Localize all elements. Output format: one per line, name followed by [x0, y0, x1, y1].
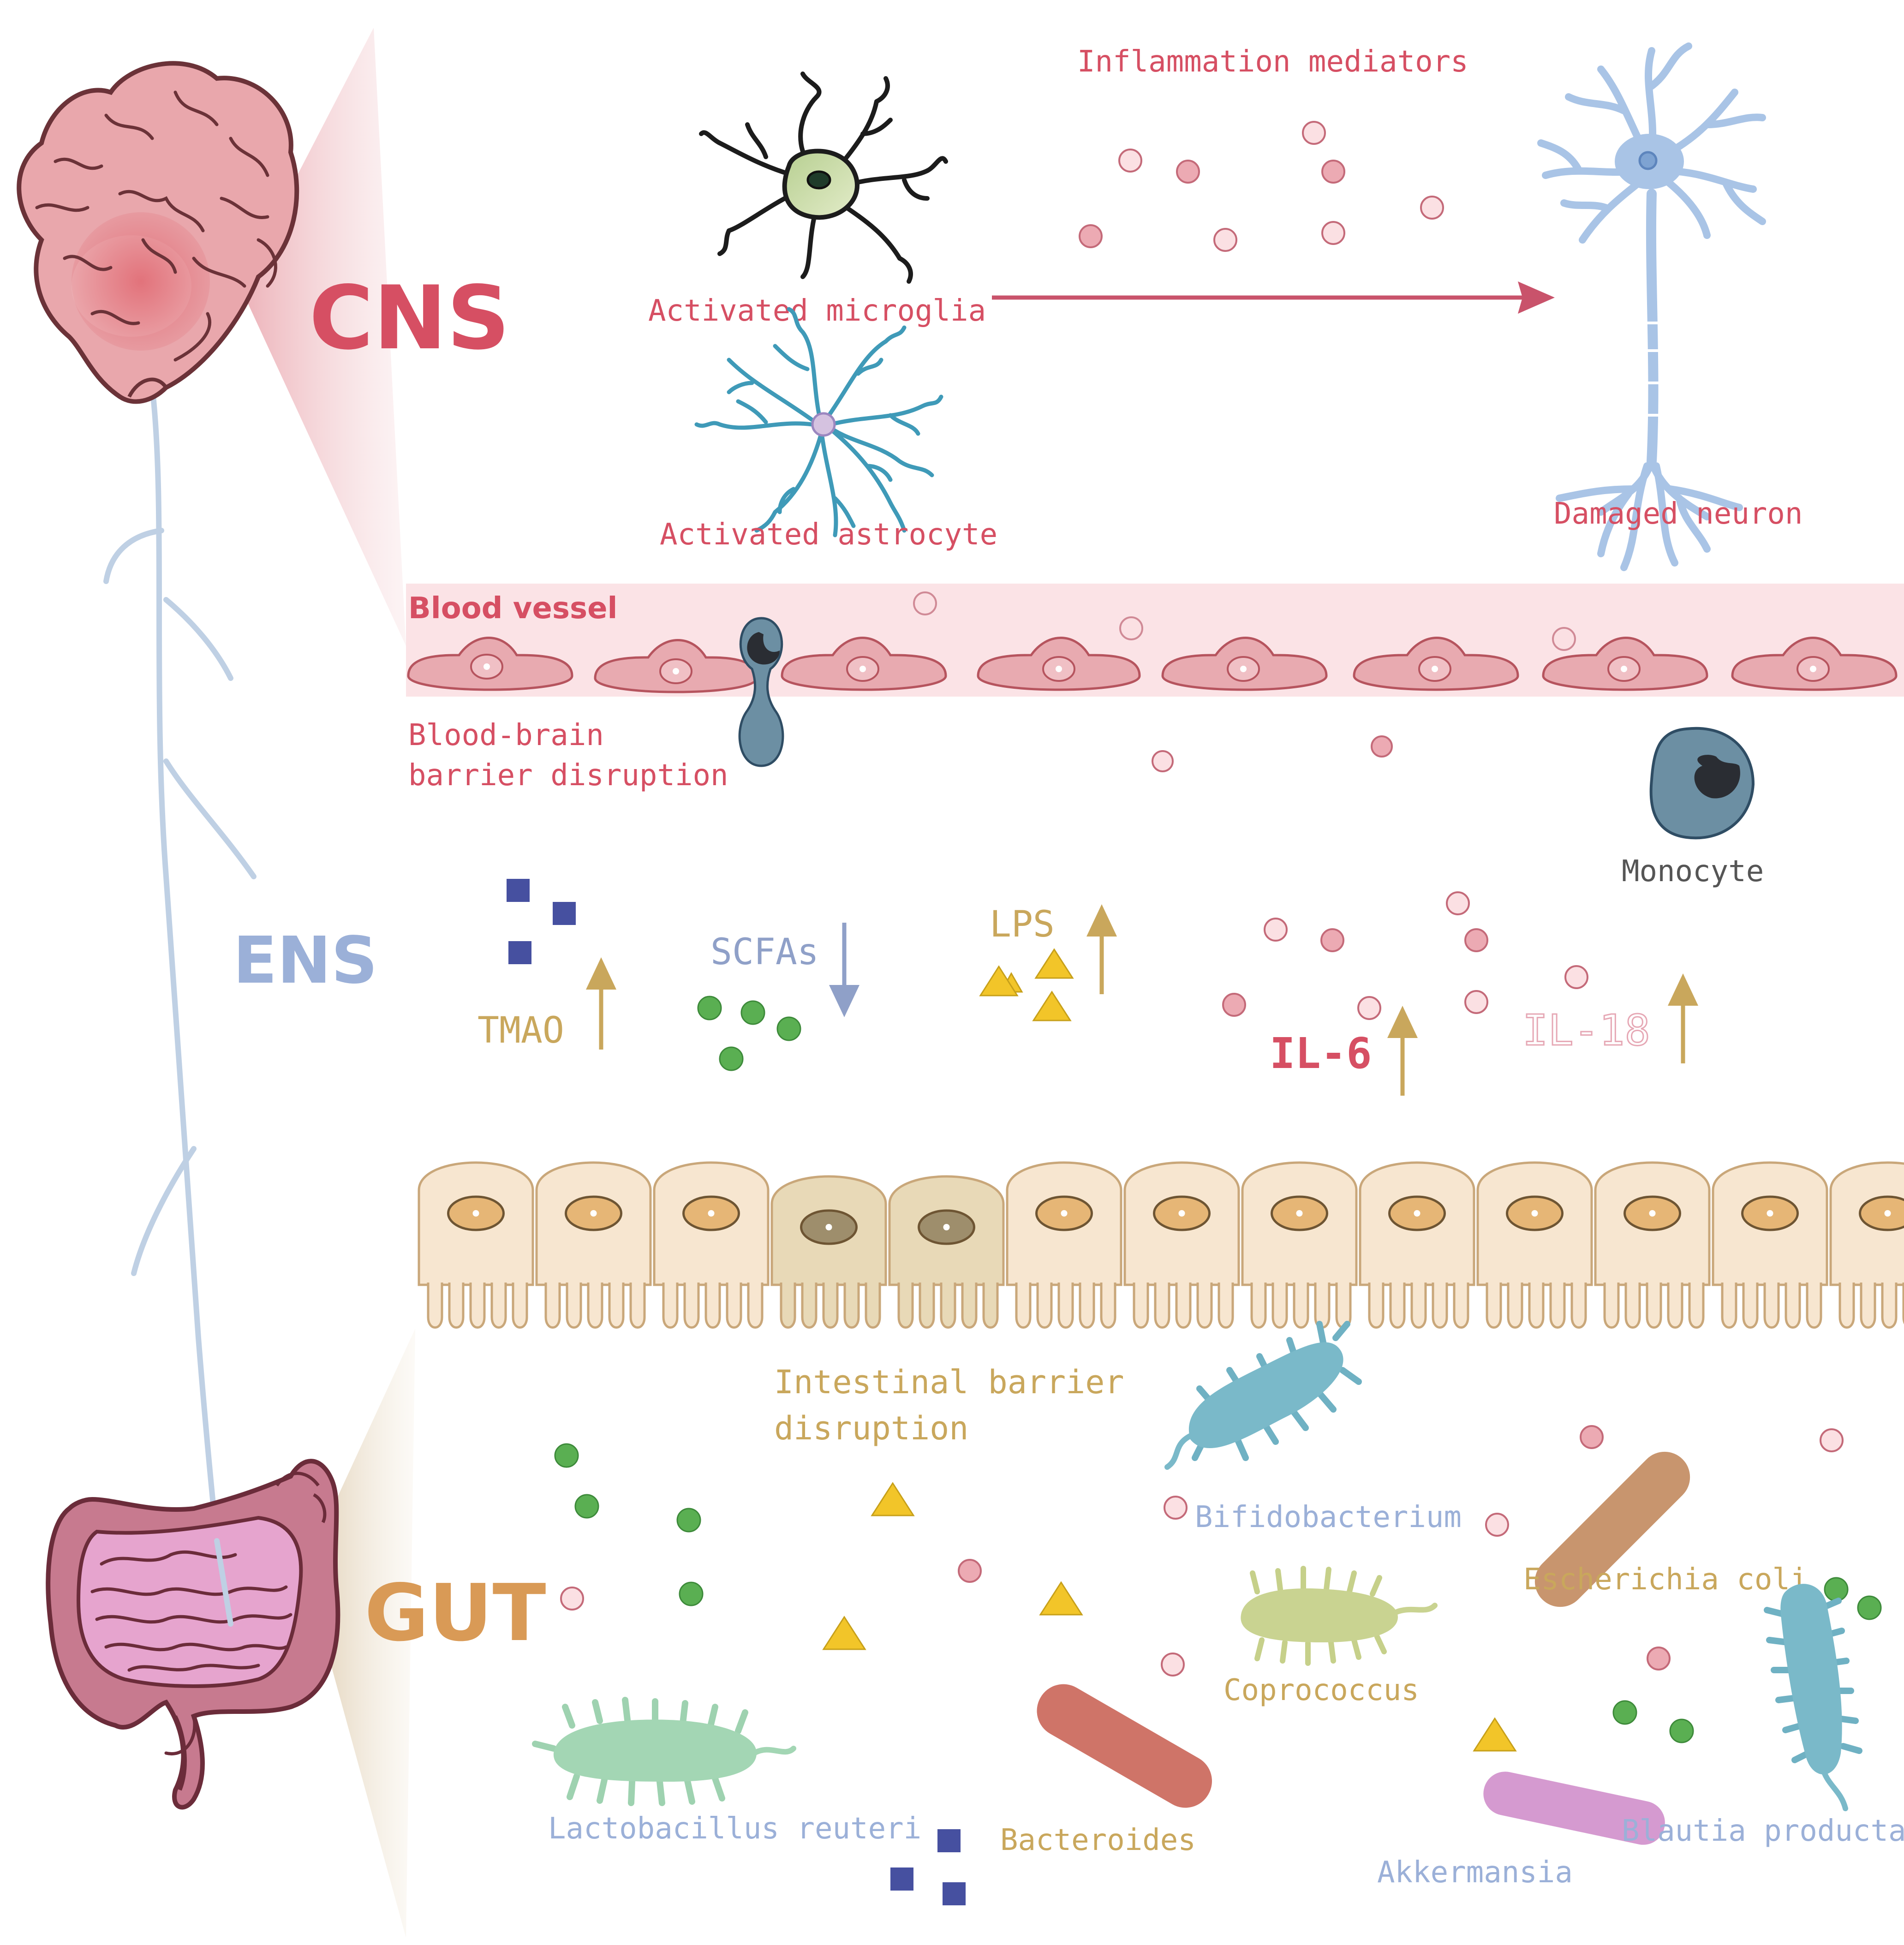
lactobacillus-reuteri-icon	[532, 1697, 796, 1806]
monocyte-label: Monocyte	[1622, 854, 1764, 889]
bacteroides-icon	[1037, 1684, 1212, 1808]
transmigrating-monocyte	[738, 617, 784, 767]
scfa-green-particles-lumen	[554, 1443, 1882, 1743]
gut-fan	[304, 1329, 415, 1938]
damaged-neuron-label: Damaged neuron	[1554, 497, 1803, 531]
bbb-disruption-label-line1: Blood-brain	[408, 718, 604, 752]
intestinal-epithelium	[418, 1161, 1904, 1329]
epithelial-cell	[1241, 1161, 1358, 1329]
neuron-axon-breaks	[1642, 322, 1661, 417]
vagus-nerve	[103, 385, 257, 1627]
intestinal-barrier-label-line1: Intestinal barrier	[774, 1363, 1124, 1401]
scfa-green-particles-top	[697, 996, 801, 1071]
scfas-label: SCFAs	[710, 931, 819, 973]
tmao-up-arrow	[586, 957, 616, 1050]
bbb-disruption-label-line2: barrier disruption	[408, 758, 728, 793]
blautia-producta-icon	[1764, 1584, 1862, 1811]
epithelial-cell	[653, 1161, 770, 1329]
intestine-illustration	[46, 1459, 340, 1810]
released-mediator-particles	[1152, 735, 1393, 772]
tmao-squares-lumen	[890, 1829, 966, 1905]
scfas-down-arrow	[829, 923, 859, 1017]
lps-yellow-triangles-top	[979, 948, 1074, 1021]
inflammation-mediators-label: Inflammation mediators	[1077, 45, 1468, 79]
akkermansia-label: Akkermansia	[1377, 1856, 1573, 1890]
epithelial-cell	[418, 1161, 534, 1329]
damaged-epithelial-cell	[888, 1175, 1005, 1329]
lps-label: LPS	[990, 904, 1055, 945]
activation-arrow	[992, 281, 1555, 314]
epithelial-cell	[1594, 1161, 1711, 1329]
activated-microglia-icon	[699, 72, 948, 284]
il18-label: IL-18	[1522, 1006, 1650, 1055]
cns-label: CNS	[309, 267, 510, 369]
intestinal-barrier-label-line2: disruption	[774, 1409, 968, 1447]
gut-label: GUT	[364, 1568, 546, 1659]
akkermansia-icon	[1483, 1772, 1665, 1845]
inflammation-mediator-particles	[1079, 121, 1444, 252]
epithelial-cell	[1476, 1161, 1593, 1329]
epithelial-cell	[1006, 1161, 1122, 1329]
cytokine-particles	[1222, 891, 1588, 1020]
inflammatory-particles-lumen	[560, 1425, 1844, 1677]
activated-microglia-label: Activated microglia	[648, 294, 986, 328]
bifidobacterium-icon	[1164, 1321, 1362, 1470]
lps-up-arrow	[1086, 904, 1117, 994]
coprococcus-icon	[1241, 1566, 1438, 1666]
endothelial-nucleoli	[483, 663, 1816, 674]
ens-label: ENS	[233, 923, 378, 998]
activated-astrocyte-icon	[694, 307, 943, 537]
il6-up-arrow	[1387, 1006, 1418, 1096]
il6-label: IL-6	[1270, 1029, 1372, 1078]
bifidobacterium-label: Bifidobacterium	[1195, 1500, 1462, 1534]
epithelial-cell	[1359, 1161, 1475, 1329]
epithelial-cell	[1712, 1161, 1828, 1329]
il18-up-arrow	[1668, 973, 1698, 1063]
vessel-mediator-particles	[913, 591, 1576, 651]
epithelial-cell	[1123, 1161, 1240, 1329]
lps-yellow-triangles-lumen	[822, 1482, 1517, 1752]
damaged-neuron-icon	[1537, 42, 1766, 571]
neuron-nucleus	[1638, 151, 1658, 170]
monocyte-icon	[1649, 727, 1755, 840]
escherichia-coli-icon	[1534, 1451, 1690, 1607]
cns-fan	[240, 28, 406, 646]
coprococcus-label: Coprococcus	[1224, 1673, 1419, 1707]
epithelial-cell	[1829, 1161, 1904, 1329]
blood-vessel-label: Blood vessel	[408, 591, 617, 626]
blautia-producta-label: Blautia producta	[1622, 1814, 1904, 1848]
brain-illustration	[17, 61, 299, 404]
bacteroides-label: Bacteroides	[1000, 1823, 1196, 1857]
activated-astrocyte-label: Activated astrocyte	[660, 518, 997, 552]
epithelial-cell	[535, 1161, 652, 1329]
escherichia-coli-label: Escherichia coli	[1523, 1563, 1808, 1597]
vagus-nerve-gut-end	[214, 1538, 233, 1627]
lactobacillus-reuteri-label: Lactobacillus reuteri	[548, 1812, 921, 1846]
damaged-epithelial-cell	[770, 1175, 887, 1329]
tmao-label: TMAO	[477, 1010, 564, 1051]
tmao-squares-top	[507, 879, 576, 964]
